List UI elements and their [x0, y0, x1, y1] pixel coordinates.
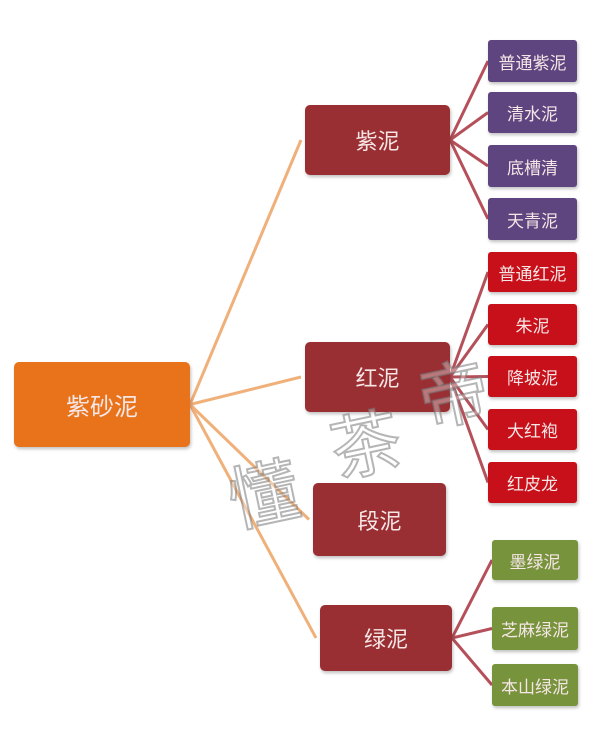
category-node-duanni: 段泥 — [313, 483, 446, 556]
root-node: 紫砂泥 — [14, 362, 190, 447]
leaf-node: 墨绿泥 — [492, 540, 578, 580]
child-connector — [448, 376, 490, 484]
leaf-node: 普通红泥 — [488, 252, 577, 292]
leaf-node: 普通紫泥 — [488, 40, 577, 82]
category-node-zini: 紫泥 — [305, 105, 450, 175]
child-connector — [448, 323, 490, 378]
root-connector — [188, 139, 303, 406]
root-connector — [188, 403, 311, 521]
leaf-node: 天青泥 — [488, 198, 577, 240]
leaf-node: 红皮龙 — [488, 462, 577, 503]
leaf-node: 清水泥 — [488, 92, 577, 133]
child-connector — [451, 627, 493, 640]
category-node-hongni: 红泥 — [305, 342, 450, 412]
leaf-node: 芝麻绿泥 — [492, 607, 578, 650]
child-connector — [449, 111, 489, 142]
child-connector — [448, 60, 490, 141]
child-connector — [448, 271, 490, 378]
child-connector — [448, 376, 490, 431]
category-node-lvni: 绿泥 — [320, 605, 452, 671]
root-connector — [189, 375, 302, 406]
leaf-node: 本山绿泥 — [492, 664, 578, 706]
child-connector — [450, 637, 494, 686]
leaf-node: 底槽清 — [488, 145, 577, 187]
leaf-node: 大红袍 — [488, 409, 577, 450]
leaf-node: 降坡泥 — [488, 356, 577, 397]
child-connector — [450, 559, 494, 639]
child-connector — [449, 138, 489, 168]
leaf-node: 朱泥 — [488, 304, 577, 345]
child-connector — [449, 375, 489, 379]
root-connector — [188, 403, 318, 639]
child-connector — [448, 139, 490, 220]
